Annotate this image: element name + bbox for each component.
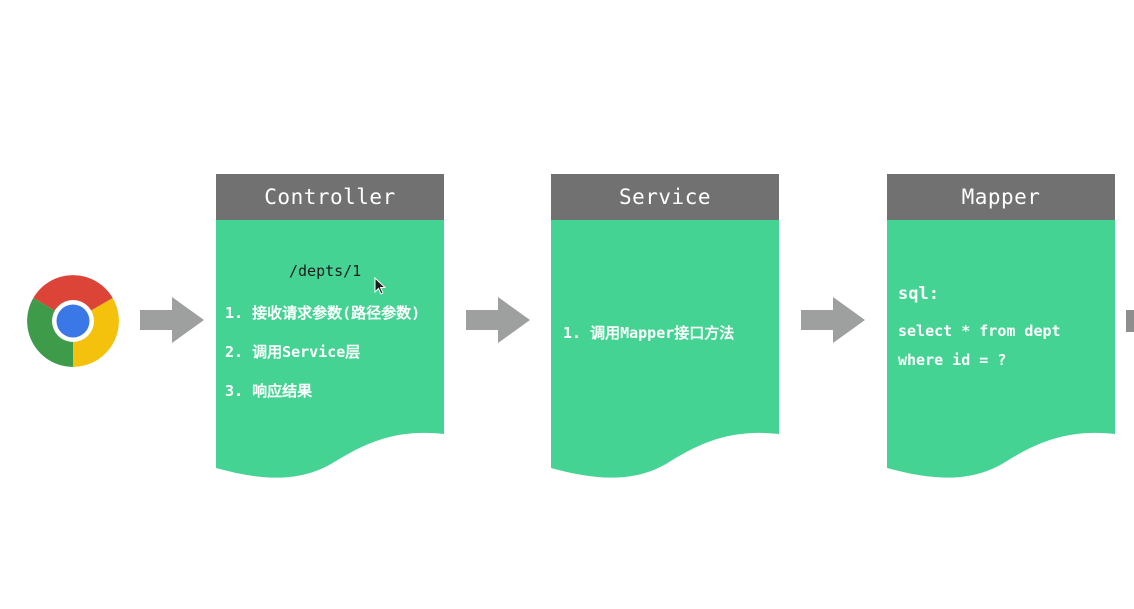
request-path: /depts/1	[289, 262, 362, 280]
sql-line: select * from dept	[898, 322, 1061, 340]
mouse-cursor-icon	[374, 276, 387, 295]
service-card: Service 1. 调用Mapper接口方法	[551, 174, 779, 484]
sql-line: where id = ?	[898, 351, 1007, 369]
flow-arrow-icon	[140, 297, 204, 343]
card-title: Service	[618, 185, 711, 209]
mapper-card: Mapper sql: select * from dept where id …	[887, 174, 1115, 484]
next-arrow-edge	[1126, 310, 1134, 332]
controller-card: Controller /depts/1 1. 接收请求参数(路径参数) 2. 调…	[216, 174, 444, 484]
card-title: Controller	[264, 185, 396, 209]
flow-arrow-icon	[466, 297, 530, 343]
sql-label: sql:	[898, 284, 939, 304]
step-item: 1. 接收请求参数(路径参数)	[225, 304, 421, 322]
chrome-icon	[26, 274, 120, 368]
flow-arrow-icon	[801, 297, 865, 343]
step-item: 1. 调用Mapper接口方法	[563, 324, 735, 342]
card-title: Mapper	[961, 185, 1041, 209]
step-item: 3. 响应结果	[225, 382, 313, 400]
step-item: 2. 调用Service层	[225, 343, 361, 361]
